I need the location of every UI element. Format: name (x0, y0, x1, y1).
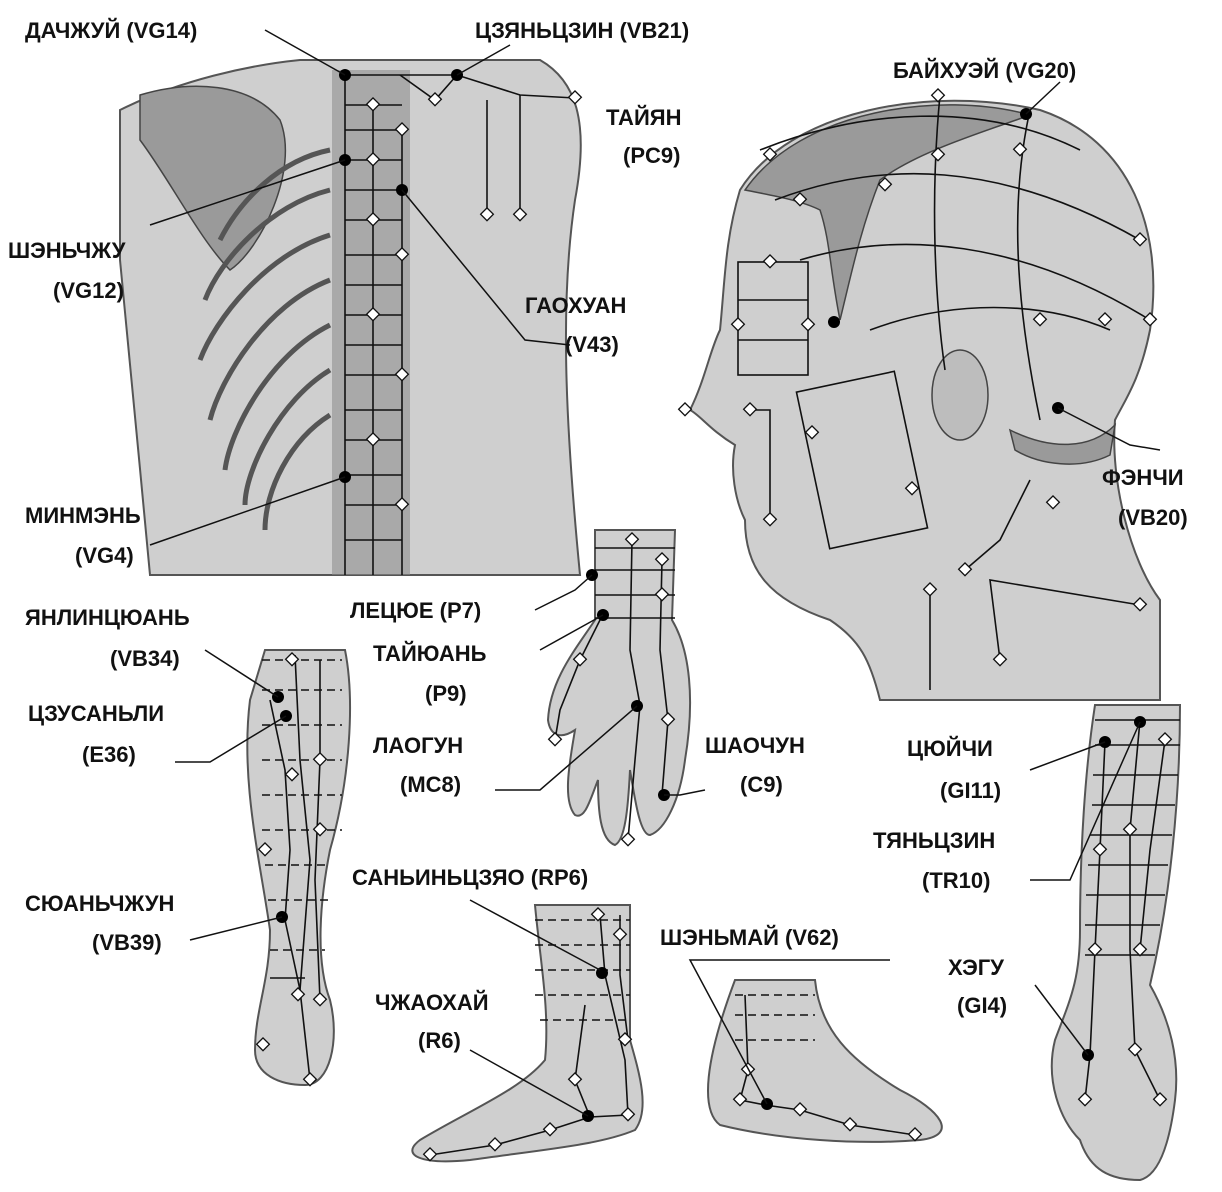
label-vb20-code: (VB20) (1118, 505, 1188, 530)
label-e36-code: (E36) (82, 742, 136, 767)
label-v62: ШЭНЬМАЙ (V62) (660, 925, 839, 950)
label-vg12-code: (VG12) (53, 278, 124, 303)
label-tr10-name: ТЯНЬЦЗИН (873, 828, 995, 853)
label-vb34-code: (VB34) (110, 646, 180, 671)
label-gi11-name: ЦЮЙЧИ (907, 736, 993, 761)
label-vg14: ДАЧЖУЙ (VG14) (25, 18, 197, 43)
label-r6-name: ЧЖАОХАЙ (375, 990, 489, 1015)
label-mc8-name: ЛАОГУН (373, 733, 463, 758)
spine-column (332, 70, 410, 575)
label-pc9-code: (PC9) (623, 143, 680, 168)
label-vb34-name: ЯНЛИНЦЮАНЬ (25, 605, 190, 630)
label-vb39-name: СЮАНЬЧЖУН (25, 891, 174, 916)
label-mc8-code: (MC8) (400, 772, 461, 797)
label-r6-code: (R6) (418, 1028, 461, 1053)
label-c9-name: ШАОЧУН (705, 733, 805, 758)
point-pc9 (828, 316, 840, 328)
label-p9-code: (P9) (425, 681, 467, 706)
label-vb21: ЦЗЯНЬЦЗИН (VB21) (475, 18, 689, 43)
label-rp6: САНЬИНЬЦЗЯО (RP6) (352, 865, 588, 890)
head-figure (679, 89, 1160, 700)
label-c9-code: (C9) (740, 772, 783, 797)
label-gi4-name: ХЭГУ (948, 955, 1004, 980)
label-vb39-code: (VB39) (92, 930, 162, 955)
label-vg4-name: МИНМЭНЬ (25, 503, 141, 528)
ear (932, 350, 988, 440)
label-v43-name: ГАОХУАН (525, 293, 626, 318)
hand-figure (548, 530, 690, 846)
label-vb20-name: ФЭНЧИ (1102, 465, 1184, 490)
leg-figure (247, 650, 350, 1086)
label-p7: ЛЕЦЮЕ (P7) (350, 598, 481, 623)
back-figure (120, 60, 581, 575)
label-tr10-code: (TR10) (922, 868, 990, 893)
label-e36-name: ЦЗУСАНЬЛИ (28, 701, 164, 726)
label-gi4-code: (GI4) (957, 993, 1007, 1018)
label-vg4-code: (VG4) (75, 543, 134, 568)
label-vg12-name: ШЭНЬЧЖУ (8, 238, 126, 263)
label-v43-code: (V43) (565, 332, 619, 357)
label-p9-name: ТАЙЮАНЬ (373, 641, 487, 666)
label-gi11-code: (GI11) (940, 778, 1001, 803)
label-pc9-name: ТАЙЯН (606, 105, 681, 130)
lateral-foot-figure (708, 980, 942, 1142)
label-vg20: БАЙХУЭЙ (VG20) (893, 58, 1076, 83)
